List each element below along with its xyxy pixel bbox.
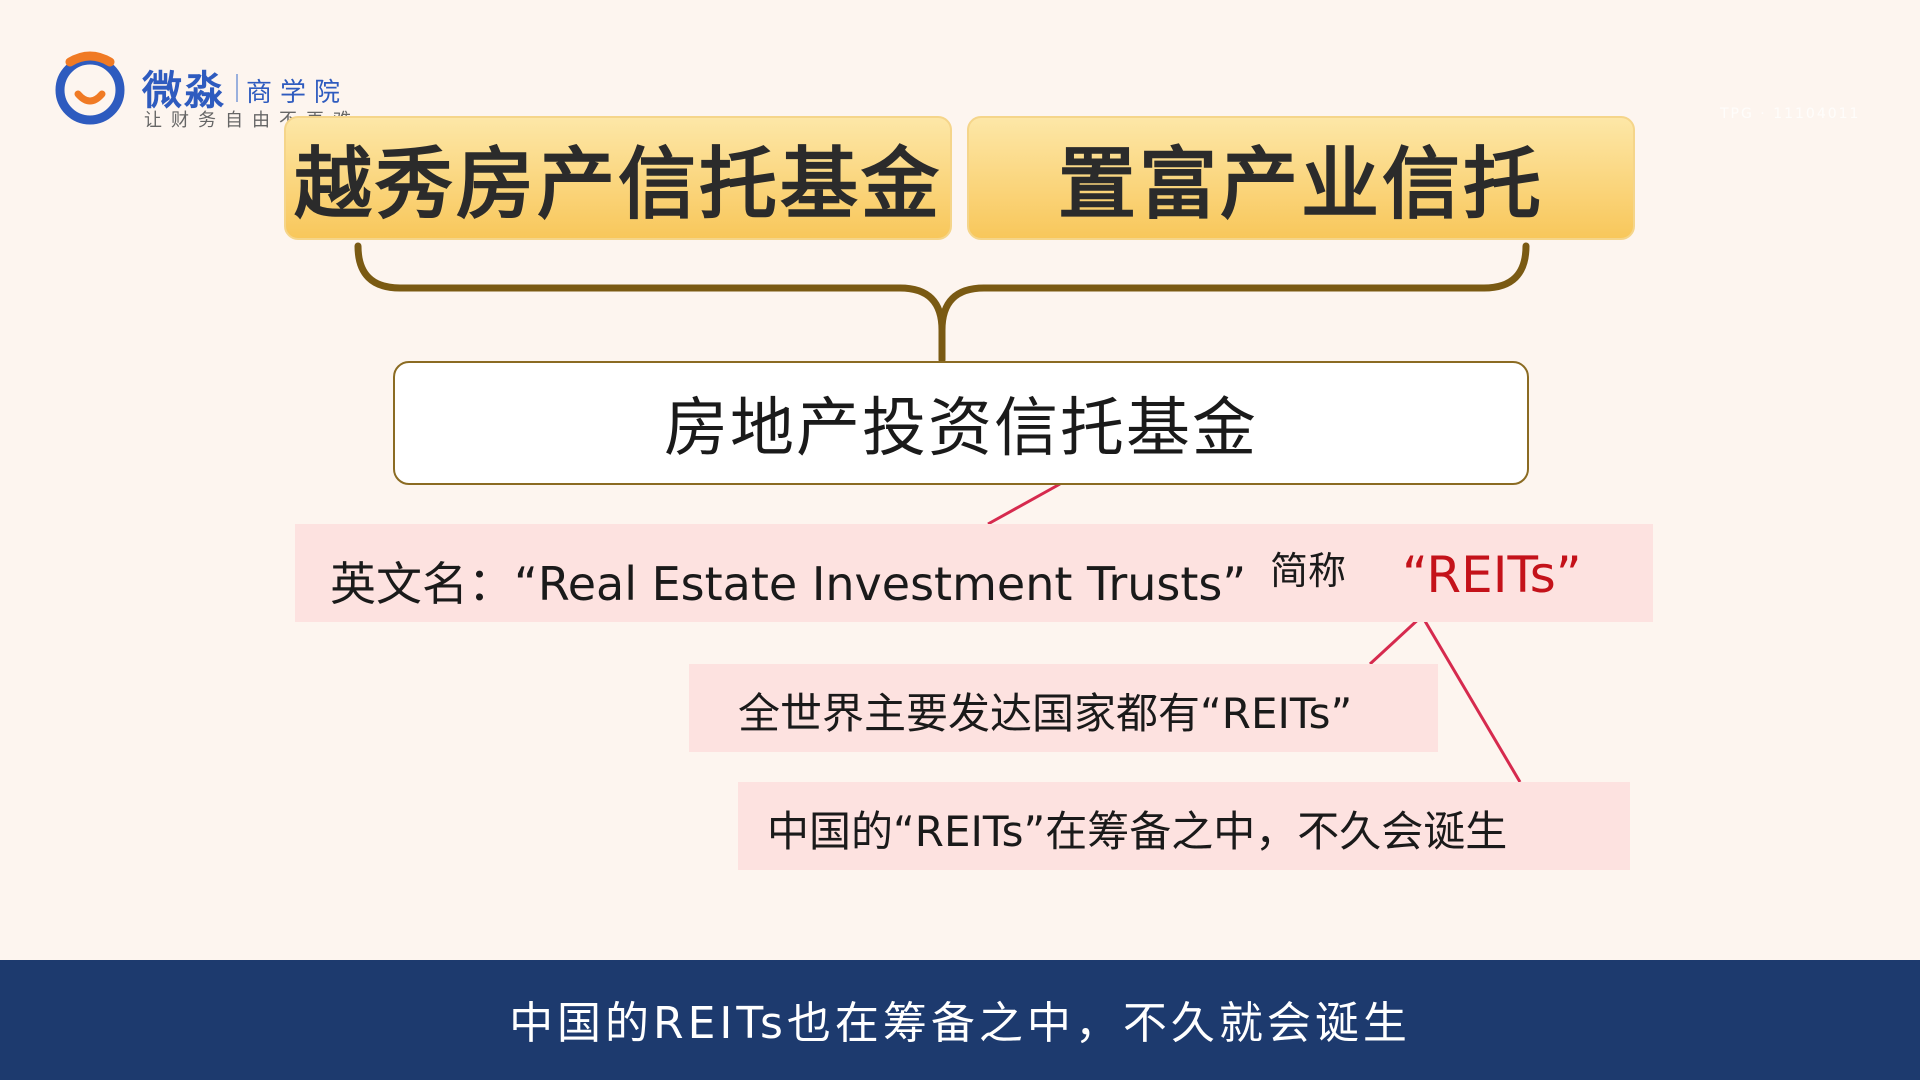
note-developed-countries: 全世界主要发达国家都有“REITs” — [738, 689, 1353, 738]
reits-branch-left — [1368, 614, 1424, 666]
logo-icon — [55, 51, 125, 125]
reit-center-box: 房地产投资信托基金 — [393, 361, 1529, 485]
logo-subtitle: 商学院 — [246, 78, 349, 108]
logo-name: 微淼 — [142, 68, 226, 114]
note-band-2 — [738, 782, 1630, 870]
abbreviation-label: 简称 — [1270, 549, 1347, 593]
center-to-english-line — [987, 482, 1061, 526]
right-fund-box: 置富产业信托 — [967, 116, 1635, 240]
english-name-band — [295, 524, 1653, 622]
reits-abbreviation: “REITs” — [1402, 546, 1582, 604]
logo-divider — [236, 74, 238, 102]
subtitle-text: 中国的REITs也在筹备之中，不久就会诞生 — [509, 998, 1411, 1049]
note-band-1 — [689, 664, 1438, 752]
reits-branch-right — [1420, 615, 1522, 783]
watermark: TPG · 11104011 — [1720, 106, 1861, 122]
left-fund-box: 越秀房产信托基金 — [284, 116, 952, 240]
english-name-label: 英文名：“Real Estate Investment Trusts” — [330, 557, 1247, 611]
bracket-connector — [354, 242, 1530, 364]
subtitle-bar — [0, 960, 1920, 1080]
note-china-reits: 中国的“REITs”在筹备之中，不久会诞生 — [767, 807, 1508, 856]
